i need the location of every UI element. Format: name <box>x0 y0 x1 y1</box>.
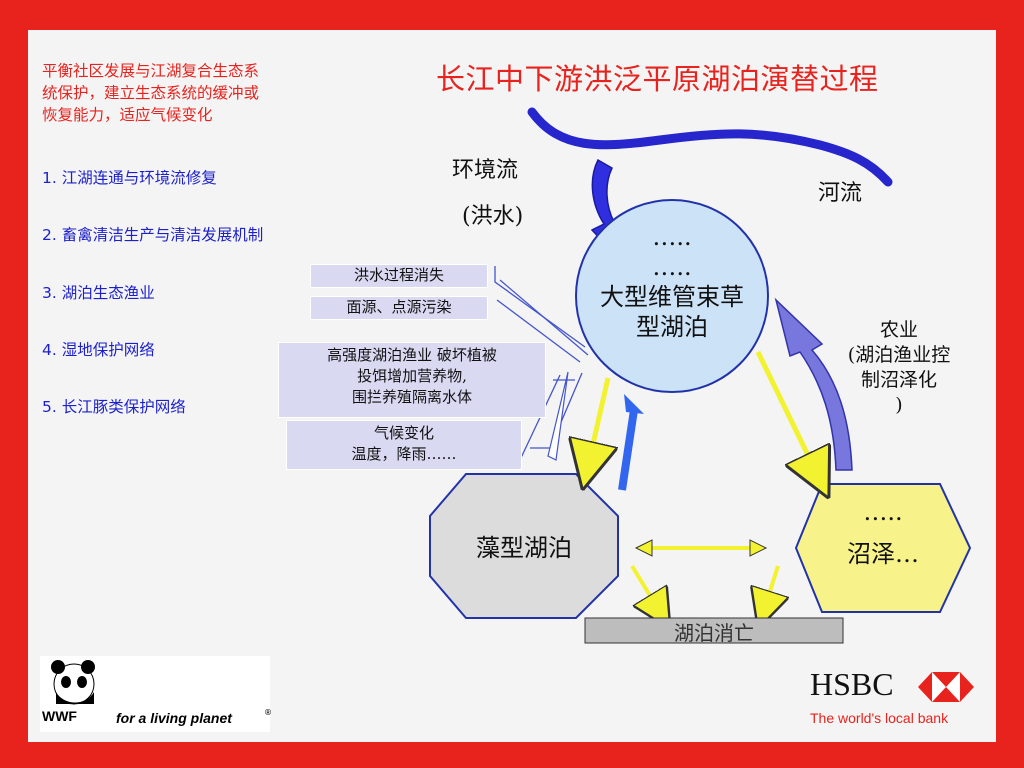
fishery-box: 高强度湖泊渔业 破坏植被 投饵增加营养物, 围拦养殖隔离水体 <box>278 342 546 418</box>
intro-line: 平衡社区发展与江湖复合生态系 <box>42 62 260 80</box>
circle-title: 大型维管束草 <box>600 283 744 311</box>
river-label: 河流 <box>818 181 863 206</box>
lake-death-bar <box>584 617 844 644</box>
wwf-registered: ® <box>264 708 272 717</box>
intro-text: 平衡社区发展与江湖复合生态系 统保护，建立生态系统的缓冲或 恢复能力，适应气候变… <box>42 60 332 126</box>
agriculture-label: 农业 (湖泊渔业控 制沼泽化 ) <box>834 318 964 418</box>
pollution-box: 面源、点源污染 <box>310 296 488 320</box>
fishery-line: 投饵增加营养物, <box>357 367 467 385</box>
marsh-dots: ….. <box>863 498 903 526</box>
circle-dots: ….. <box>652 253 692 281</box>
list-item: 5. 长江豚类保护网络 <box>42 398 186 416</box>
circle-dots: ….. <box>652 223 692 251</box>
fishery-line: 围拦养殖隔离水体 <box>351 388 472 406</box>
hsbc-logo-block: HSBC The world's local bank <box>806 660 988 738</box>
wwf-text: WWF <box>42 708 77 724</box>
intro-line: 恢复能力，适应气候变化 <box>42 106 213 124</box>
circle-title: 型湖泊 <box>636 313 708 341</box>
agriculture-line: 制沼泽化 <box>860 369 937 391</box>
agriculture-line: (湖泊渔业控 <box>847 344 951 366</box>
wwf-logo-block: WWF for a living planet ® <box>40 656 272 732</box>
climate-line: 气候变化 <box>373 424 434 442</box>
list-item: 3. 湖泊生态渔业 <box>42 284 155 302</box>
yellow-arrows <box>588 350 818 612</box>
algae-lake-label: 藻型湖泊 <box>476 534 572 562</box>
list-item: 2. 畜禽清洁生产与清洁发展机制 <box>42 226 264 244</box>
env-flow-label: 环境流 <box>452 158 519 183</box>
hsbc-tagline: The world's local bank <box>810 710 949 726</box>
flood-loss-box: 洪水过程消失 <box>310 264 488 288</box>
climate-line: 温度，降雨…… <box>351 445 457 463</box>
climate-box: 气候变化 温度，降雨…… <box>286 420 522 470</box>
page-title: 长江中下游洪泛平原湖泊演替过程 <box>436 62 879 96</box>
intro-line: 统保护，建立生态系统的缓冲或 <box>42 84 260 102</box>
hollow-arrow <box>547 371 569 461</box>
marsh-hexagon <box>794 483 972 613</box>
list-item: 1. 江湖连通与环境流修复 <box>42 169 217 187</box>
panda-icon <box>51 660 95 705</box>
hsbc-hexagon-icon <box>918 672 974 702</box>
wwf-slogan: for a living planet <box>116 710 232 726</box>
river-curve <box>527 107 893 187</box>
lake-death-label: 湖泊消亡 <box>674 621 754 645</box>
hsbc-text: HSBC <box>810 666 894 702</box>
agriculture-arrow <box>774 297 853 471</box>
marsh-label: 沼泽… <box>847 540 919 568</box>
agriculture-line: 农业 <box>879 319 918 341</box>
list-item: 4. 湿地保护网络 <box>42 341 155 359</box>
env-flow-sub: (洪水) <box>462 204 524 229</box>
fishery-line: 高强度湖泊渔业 破坏植被 <box>327 346 497 364</box>
blue-up-arrow <box>618 409 638 491</box>
circle-label: ….. ….. 大型维管束草 型湖泊 <box>578 222 766 342</box>
large-plant-lake-circle <box>575 199 769 393</box>
agriculture-line: ) <box>895 394 903 416</box>
